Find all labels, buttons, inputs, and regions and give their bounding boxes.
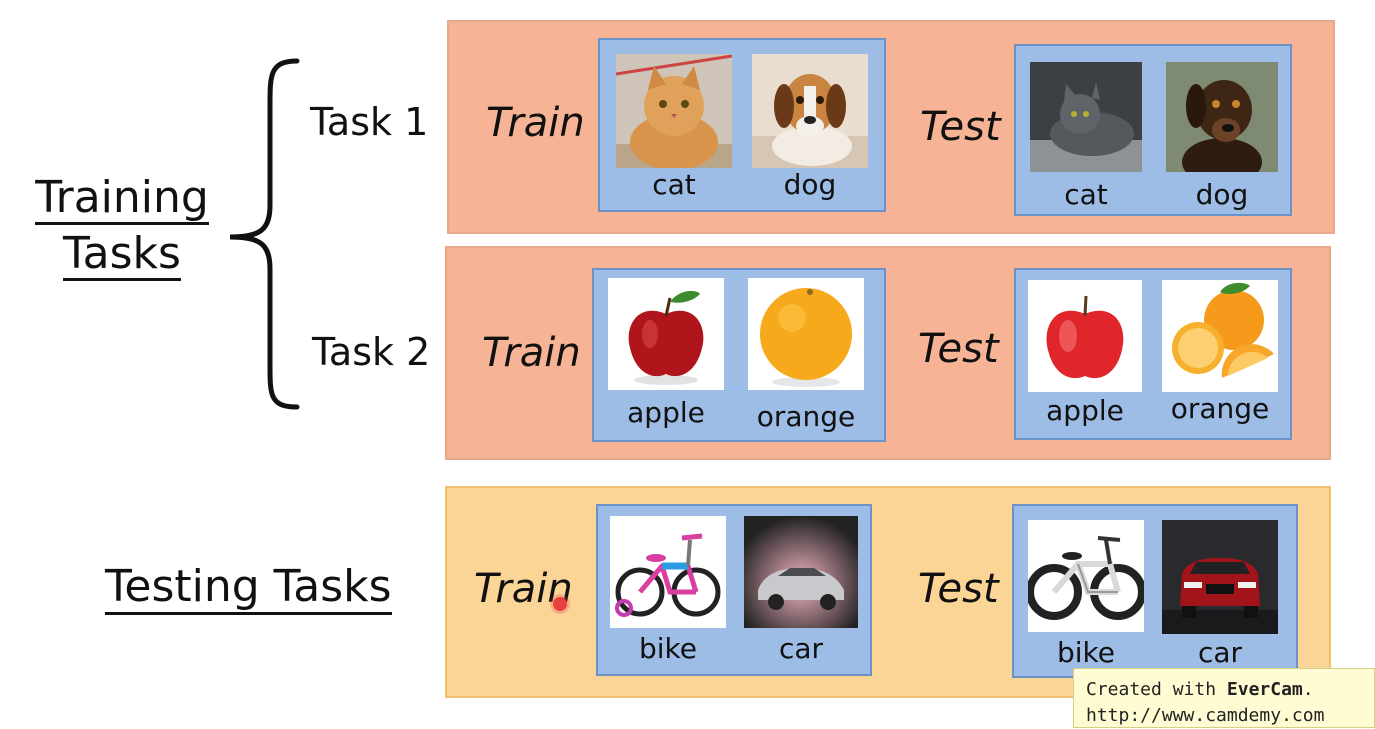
task-1-label: Task 1 bbox=[310, 100, 429, 144]
car-photo-icon bbox=[744, 516, 858, 628]
testing-train-caption-bike: bike bbox=[639, 632, 697, 665]
test-item-cat: cat bbox=[1030, 62, 1142, 212]
dog-photo-icon bbox=[1166, 62, 1278, 172]
cat-photo-icon bbox=[1030, 62, 1142, 172]
task-2-test-label: Test bbox=[918, 326, 999, 372]
testing-train-item-bike: bike bbox=[610, 516, 726, 672]
watermark-brand: EverCam bbox=[1226, 679, 1303, 700]
train-caption-orange: orange bbox=[756, 400, 856, 433]
testing-train-item-car: car bbox=[744, 516, 858, 672]
training-tasks-label: Training Tasks bbox=[22, 170, 222, 282]
test-caption-cat: cat bbox=[1064, 178, 1108, 211]
train-caption-apple: apple bbox=[627, 396, 705, 429]
train-caption-cat: cat bbox=[652, 168, 696, 201]
test-caption-orange: orange bbox=[1170, 392, 1270, 425]
task-2-train-label: Train bbox=[482, 330, 581, 376]
watermark-suffix: . bbox=[1302, 679, 1314, 700]
task-1-train-label: Train bbox=[486, 100, 585, 146]
test-caption-apple: apple bbox=[1046, 394, 1124, 427]
testing-tasks-label: Testing Tasks bbox=[105, 560, 392, 615]
test-caption-dog: dog bbox=[1195, 178, 1249, 211]
task-1-train-set: cat dog bbox=[598, 38, 886, 212]
apple-photo-icon bbox=[1028, 280, 1142, 392]
train-item-cat: cat bbox=[616, 54, 732, 206]
task-2-train-set: apple orange bbox=[592, 268, 886, 442]
kids-bike-photo-icon bbox=[610, 516, 726, 628]
test-item-orange: orange bbox=[1162, 280, 1278, 436]
testing-test-set: bike car bbox=[1012, 504, 1298, 678]
test-item-apple: apple bbox=[1028, 280, 1142, 436]
cat-photo-icon bbox=[616, 54, 732, 168]
pointer-cursor-icon bbox=[553, 597, 567, 611]
testing-test-item-bike: bike bbox=[1028, 520, 1144, 674]
training-label-line2: Tasks bbox=[63, 228, 181, 281]
mountain-bike-photo-icon bbox=[1028, 520, 1144, 632]
testing-test-item-car: car bbox=[1162, 520, 1278, 674]
task-2-test-set: apple orange bbox=[1014, 268, 1292, 440]
orange-photo-icon bbox=[748, 278, 864, 390]
testing-test-caption-car: car bbox=[1197, 636, 1243, 669]
train-caption-dog: dog bbox=[783, 168, 837, 201]
testing-test-caption-bike: bike bbox=[1057, 636, 1115, 669]
task-1-test-set: cat dog bbox=[1014, 44, 1292, 216]
suv-photo-icon bbox=[1162, 520, 1278, 634]
test-item-dog: dog bbox=[1166, 62, 1278, 212]
testing-label-text: Testing Tasks bbox=[105, 562, 392, 615]
testing-test-label: Test bbox=[918, 566, 999, 612]
task-2-label: Task 2 bbox=[312, 330, 431, 374]
curly-brace-icon bbox=[229, 58, 300, 410]
watermark-prefix: Created with bbox=[1086, 679, 1227, 700]
training-label-line1: Training bbox=[35, 172, 209, 225]
testing-train-caption-car: car bbox=[778, 632, 824, 665]
train-item-apple: apple bbox=[608, 278, 724, 436]
train-item-orange: orange bbox=[744, 278, 868, 436]
apple-photo-icon bbox=[608, 278, 724, 390]
dog-photo-icon bbox=[752, 54, 868, 168]
evercam-watermark: Created with EverCam. http://www.camdemy… bbox=[1073, 668, 1375, 728]
orange-slices-photo-icon bbox=[1162, 280, 1278, 392]
testing-train-set: bike car bbox=[596, 504, 872, 676]
watermark-url[interactable]: http://www.camdemy.com bbox=[1086, 705, 1325, 726]
train-item-dog: dog bbox=[752, 54, 868, 206]
task-1-test-label: Test bbox=[920, 104, 1001, 150]
